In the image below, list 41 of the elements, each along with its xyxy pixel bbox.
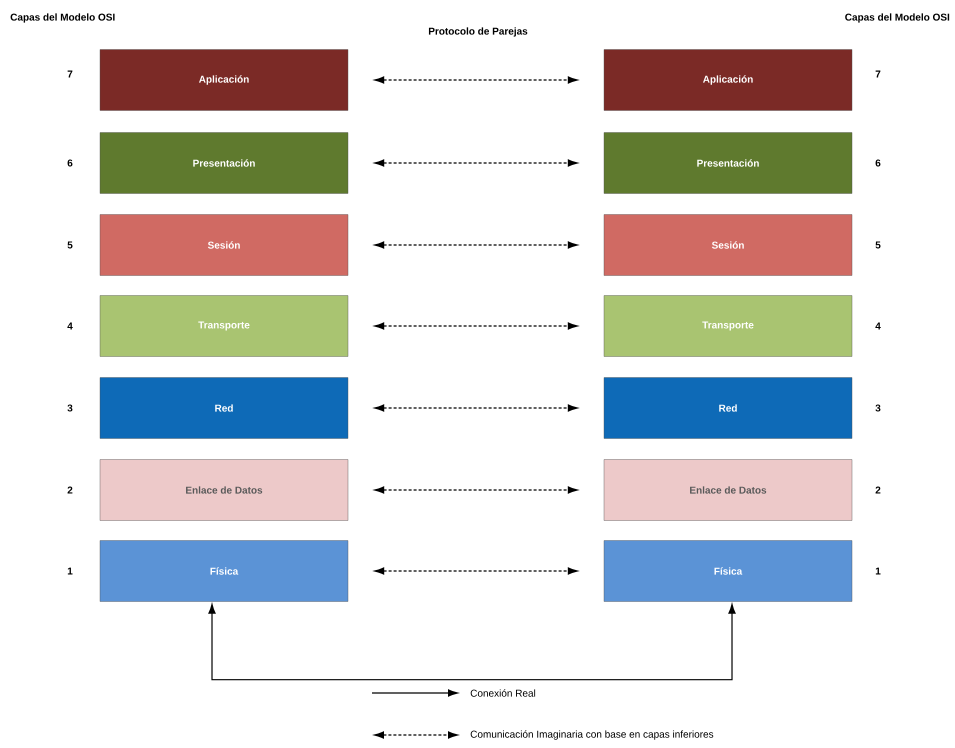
layer-box: Aplicación <box>604 49 852 111</box>
layer-number: 3 <box>875 404 880 412</box>
layer-box: Sesión <box>100 214 348 276</box>
layer-box: Sesión <box>604 214 852 276</box>
layer-number: 5 <box>876 242 881 248</box>
layer-number: 2 <box>68 486 72 494</box>
layer-box: Transporte <box>604 295 852 357</box>
layer-box: Enlace de Datos <box>100 459 348 521</box>
legend-text: Conexión Real <box>470 689 536 697</box>
layer-box: Transporte <box>100 295 348 357</box>
layer-number: 6 <box>876 159 880 167</box>
dashed-arrow <box>374 486 578 494</box>
layer-number: 6 <box>68 159 72 167</box>
layer-number: 3 <box>67 404 72 412</box>
layer-box: Presentación <box>604 132 852 194</box>
layer-box: Red <box>100 377 348 439</box>
layer-box: Red <box>604 377 852 439</box>
layer-number: 1 <box>876 568 881 574</box>
layer-box: Enlace de Datos <box>604 459 852 521</box>
legend-text: Comunicación Imaginaria con base en capas inferiores <box>470 730 714 740</box>
layer-number: 5 <box>68 242 72 248</box>
layer-number: 2 <box>876 486 880 494</box>
layer-number: 4 <box>875 322 881 330</box>
dashed-arrow <box>374 159 578 167</box>
heading: Capas del Modelo OSI <box>10 13 115 23</box>
dashed-arrow <box>374 404 578 412</box>
dashed-arrow <box>374 76 578 84</box>
connection-arrow <box>208 604 736 680</box>
heading: Capas del Modelo OSI <box>845 13 950 23</box>
layer-box: Aplicación <box>100 49 348 111</box>
layer-number: 7 <box>68 70 72 78</box>
layer-number: 1 <box>68 568 72 574</box>
layer-box: Física <box>604 540 852 602</box>
layer-box: Física <box>100 540 348 602</box>
dashed-arrow <box>374 567 578 575</box>
heading: Protocolo de Parejas <box>428 27 528 37</box>
layer-number: 4 <box>67 322 73 330</box>
dashed-arrow <box>374 241 578 249</box>
layer-number: 7 <box>876 70 880 78</box>
dashed-arrow <box>374 322 578 330</box>
layer-box: Presentación <box>100 132 348 194</box>
